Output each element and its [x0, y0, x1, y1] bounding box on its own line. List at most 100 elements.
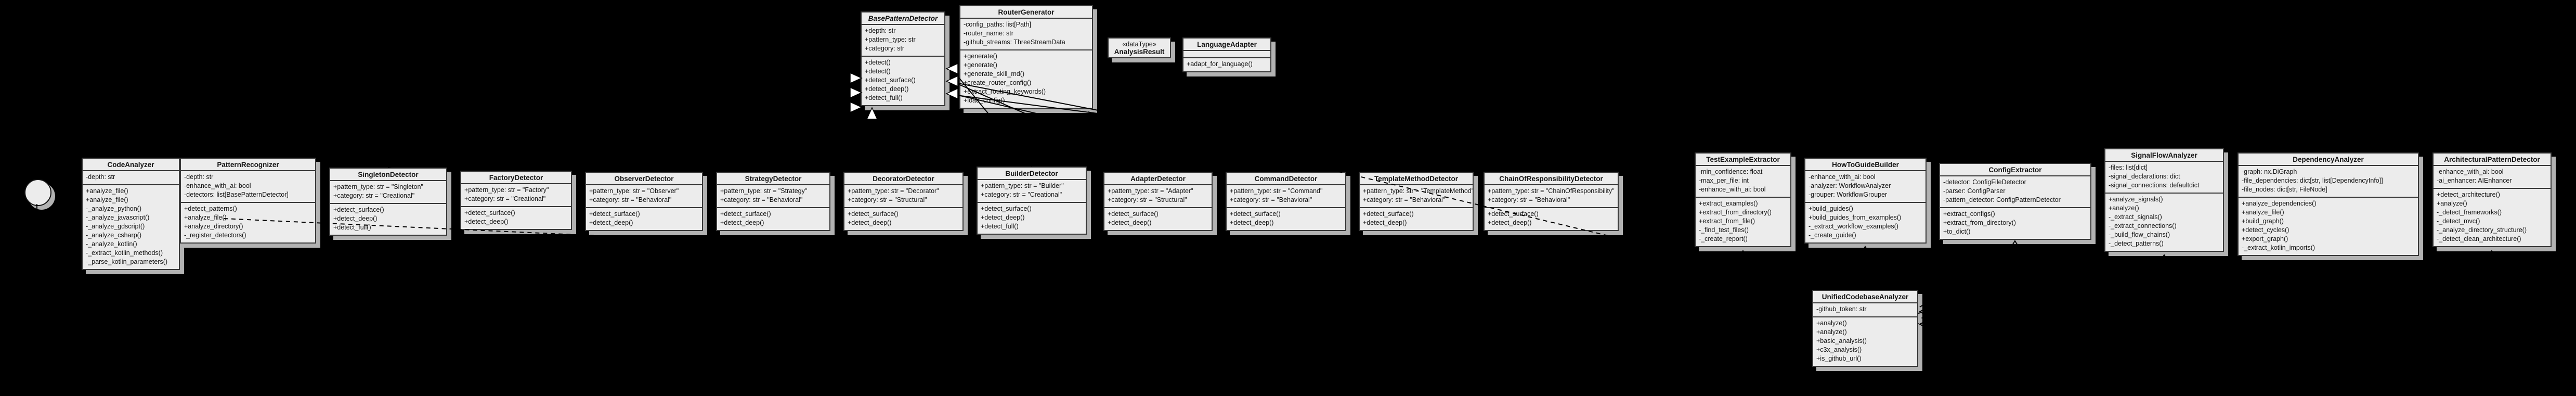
method-line: -_analyze_python() — [86, 205, 142, 212]
class-unified_codebase_analyzer[interactable]: UnifiedCodebaseAnalyzer-github_token: st… — [1812, 290, 1918, 367]
class-architectural_pattern_detector[interactable]: ArchitecturalPatternDetector-enhance_wit… — [2432, 152, 2552, 247]
class-title: ObserverDetector — [586, 173, 702, 185]
method-line: +detect_surface() — [1363, 210, 1414, 218]
attribute-line: +category: str = "Structural" — [848, 196, 927, 203]
open-arrowhead — [244, 248, 253, 255]
open-arrowhead — [2324, 260, 2332, 267]
class-chain_of_responsibility_detector[interactable]: ChainOfResponsibilityDetector +pattern_ty… — [1484, 172, 1619, 231]
inheritance-edge — [515, 92, 855, 171]
class-title: PatternRecognizer — [181, 159, 315, 171]
open-arrowhead — [2160, 254, 2168, 261]
method-line: +analyze() — [1816, 328, 1847, 336]
method-line: +detect_deep() — [1108, 219, 1152, 226]
attribute-line: +category: str = "Behavioral" — [589, 196, 672, 203]
method-line: +analyze() — [1816, 320, 1847, 327]
method-line: +build_graph() — [2242, 218, 2284, 225]
method-line: -_extract_connections() — [2109, 222, 2177, 229]
method-line: +analyze_directory() — [184, 223, 243, 230]
method-line: +extract_from_file() — [1699, 218, 1755, 225]
attributes-compartment: +pattern_type: str = "Command"+category:… — [1227, 185, 1345, 208]
class-title: DecoratorDetector — [844, 173, 962, 185]
method-line: -_extract_signals() — [2109, 213, 2162, 221]
inheritance-edge — [643, 78, 855, 172]
class-decorator_detector[interactable]: DecoratorDetector+pattern_type: str = "D… — [843, 172, 964, 231]
attribute-line: +category: str — [865, 45, 905, 52]
attribute-line: -file_nodes: dict[str, FileNode] — [2242, 186, 2327, 193]
class-title: ChainOfResponsibilityDetector — [1485, 173, 1618, 185]
interface-circle-node[interactable] — [24, 179, 51, 206]
method-line: -_analyze_csharp() — [86, 232, 141, 239]
class-pattern_recognizer[interactable]: PatternRecognizer -depth: str-enhance_wit… — [180, 158, 316, 244]
class-test_example_extractor[interactable]: TestExampleExtractor-min_confidence: flo… — [1695, 152, 1791, 247]
attributes-compartment: -depth: str — [83, 171, 179, 185]
class-factory_detector[interactable]: FactoryDetector+pattern_type: str = "Fac… — [460, 171, 572, 230]
inheritance-arrowhead — [945, 87, 958, 100]
method-line: +is_github_url() — [1816, 355, 1862, 362]
open-arrowhead — [1918, 308, 1926, 315]
method-line: +extract_from_directory() — [1699, 209, 1772, 216]
open-arrowhead — [2488, 250, 2496, 257]
attribute-line: +pattern_type: str = "ChainOfResponsibil… — [1488, 187, 1615, 195]
methods-compartment: +extract_examples()+extract_from_directo… — [1696, 198, 1790, 246]
methods-compartment: +detect_architecture()+analyze()-_detect… — [2434, 189, 2551, 246]
attribute-line: +category: str = "Behavioral" — [1230, 196, 1312, 203]
attributes-compartment: -files: list[dict]-signal_declarations: … — [2105, 162, 2223, 194]
method-line: +detect() — [865, 68, 891, 75]
class-title: TestExampleExtractor — [1696, 154, 1790, 166]
class-command_detector[interactable]: CommandDetector +pattern_type: str = "Com… — [1226, 172, 1346, 231]
class-adapter_detector[interactable]: AdapterDetector+pattern_type: str = "Ada… — [1103, 172, 1213, 231]
attribute-line: -enhance_with_ai: bool — [1809, 173, 1876, 181]
class-language_adapter[interactable]: LanguageAdapter+adapt_for_language() — [1182, 37, 1271, 72]
class-name: ChainOfResponsibilityDetector — [1499, 175, 1603, 183]
open-arrowhead — [2011, 240, 2019, 247]
class-title: SingletonDetector — [330, 169, 446, 181]
method-line: +analyze_file() — [184, 214, 227, 221]
class-title: BuilderDetector — [978, 168, 1086, 180]
attribute-line: +pattern_type: str = "Decorator" — [848, 187, 939, 195]
attribute-line: -enhance_with_ai: bool — [2437, 168, 2504, 175]
attributes-compartment: +pattern_type: str = "Decorator"+categor… — [844, 185, 962, 208]
class-singleton_detector[interactable]: SingletonDetector+pattern_type: str = "S… — [329, 168, 447, 236]
class-analysis_result[interactable]: «dataType»AnalysisResult — [1108, 37, 1171, 58]
attributes-compartment: +pattern_type: str = "TemplateMethod"+ca… — [1360, 185, 1473, 208]
method-line: +detect_architecture() — [2437, 191, 2500, 198]
attribute-line: -detectors: list[BasePatternDetector] — [184, 191, 289, 198]
method-line: -_detect_clean_architecture() — [2437, 235, 2521, 242]
class-strategy_detector[interactable]: StrategyDetector+pattern_type: str = "St… — [716, 172, 830, 231]
class-code_analyzer[interactable]: CodeAnalyzer-depth: str+analyze_file()+a… — [82, 158, 180, 270]
class-dependency_analyzer[interactable]: DependencyAnalyzer-graph: nx.DiGraph-fil… — [2237, 152, 2419, 256]
class-name: CommandDetector — [1254, 175, 1318, 183]
class-name: SignalFlowAnalyzer — [2131, 151, 2197, 159]
dependency-arrowheads — [244, 240, 2496, 328]
class-builder_detector[interactable]: BuilderDetector+pattern_type: str = "Bui… — [977, 167, 1087, 235]
dependency-edge — [1918, 259, 2165, 314]
inheritance-edge — [874, 117, 904, 172]
method-line: +analyze_dependencies() — [2242, 200, 2317, 207]
class-title: AdapterDetector — [1104, 173, 1212, 185]
class-signal_flow_analyzer[interactable]: SignalFlowAnalyzer -files: list[dict]-sig… — [2104, 148, 2224, 252]
class-router_generator[interactable]: RouterGenerator-config_paths: list[Path]… — [959, 5, 1093, 109]
dependency-edge — [1918, 245, 2015, 309]
class-title: HowToGuideBuilder — [1805, 159, 1926, 171]
class-how_to_guide_builder[interactable]: HowToGuideBuilder-enhance_with_ai: bool-… — [1804, 158, 1927, 244]
class-config_extractor[interactable]: ConfigExtractor-detector: ConfigFileDete… — [1939, 163, 2091, 240]
method-line: +detect_patterns() — [184, 205, 237, 212]
class-observer_detector[interactable]: ObserverDetector+pattern_type: str = "Ob… — [585, 172, 703, 231]
attributes-compartment: -depth: str-enhance_with_ai: bool-detect… — [181, 171, 315, 203]
method-line: +to_dict() — [1943, 228, 1971, 235]
inheritance-arrowhead — [850, 101, 863, 113]
class-name: UnifiedCodebaseAnalyzer — [1822, 293, 1909, 301]
method-line: -_register_detectors() — [184, 232, 246, 239]
class-name: PatternRecognizer — [217, 161, 279, 169]
class-name: BasePatternDetector — [868, 15, 938, 22]
attributes-compartment: +pattern_type: str = "Builder"+category:… — [978, 180, 1086, 203]
method-line: +detect_deep() — [1363, 219, 1407, 226]
class-title: ConfigExtractor — [1940, 164, 2090, 176]
inheritance-arrowhead — [850, 86, 863, 99]
class-base_pattern_detector[interactable]: BasePatternDetector+depth: str+pattern_t… — [861, 11, 945, 106]
attribute-line: +category: str = "Structural" — [1108, 196, 1187, 203]
dependency-edge — [1742, 256, 1813, 305]
class-title: FactoryDetector — [461, 172, 571, 184]
class-template_method_detector[interactable]: TemplateMethodDetector+pattern_type: str… — [1359, 172, 1474, 231]
inheritance-arrowhead — [866, 107, 878, 120]
